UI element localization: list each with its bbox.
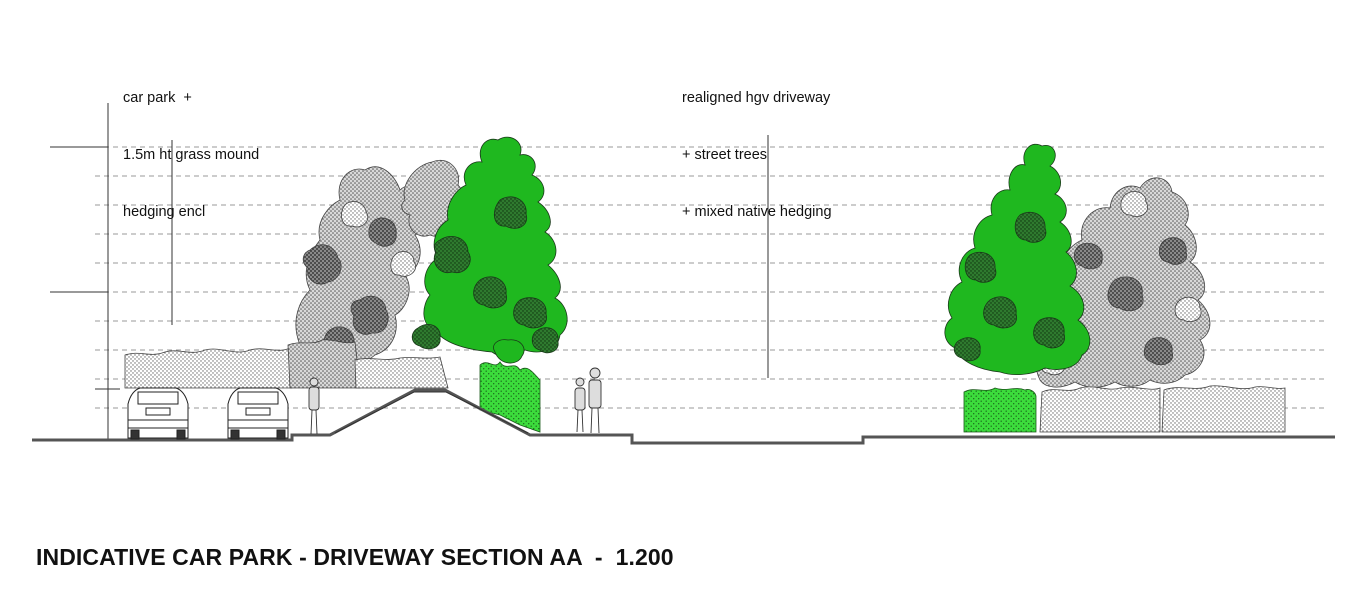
height-ticks bbox=[50, 103, 769, 440]
street-tree-green-right bbox=[944, 143, 1091, 376]
hedge-green-right bbox=[963, 387, 1037, 433]
label-driveway-line-1: realigned hgv driveway bbox=[682, 90, 831, 106]
grey-tree-cluster-left bbox=[295, 159, 464, 365]
label-driveway-line-3: + mixed native hedging bbox=[682, 204, 832, 220]
label-car-park-line-3: hedging encl bbox=[123, 204, 206, 220]
label-driveway: realigned hgv driveway + street trees + … bbox=[682, 51, 832, 241]
hedge-green-center bbox=[479, 361, 541, 433]
person-figure-3 bbox=[588, 367, 602, 434]
label-car-park-line-1: car park + bbox=[123, 90, 192, 106]
car-1 bbox=[127, 387, 189, 440]
street-tree-green-center bbox=[411, 136, 568, 364]
person-figure-2 bbox=[574, 377, 586, 433]
hedge-grey-right bbox=[1039, 385, 1286, 433]
ground-mound bbox=[334, 391, 529, 434]
drawing-title: INDICATIVE CAR PARK - DRIVEWAY SECTION A… bbox=[36, 544, 674, 570]
height-reference-lines bbox=[95, 146, 1325, 409]
label-car-park-line-2: 1.5m ht grass mound bbox=[123, 147, 260, 163]
hedge-car-park bbox=[124, 339, 449, 389]
person-figure-1 bbox=[308, 377, 320, 435]
car-2 bbox=[227, 387, 289, 440]
label-car-park: car park + 1.5m ht grass mound hedging e… bbox=[123, 51, 259, 241]
label-driveway-line-2: + street trees bbox=[682, 147, 768, 163]
